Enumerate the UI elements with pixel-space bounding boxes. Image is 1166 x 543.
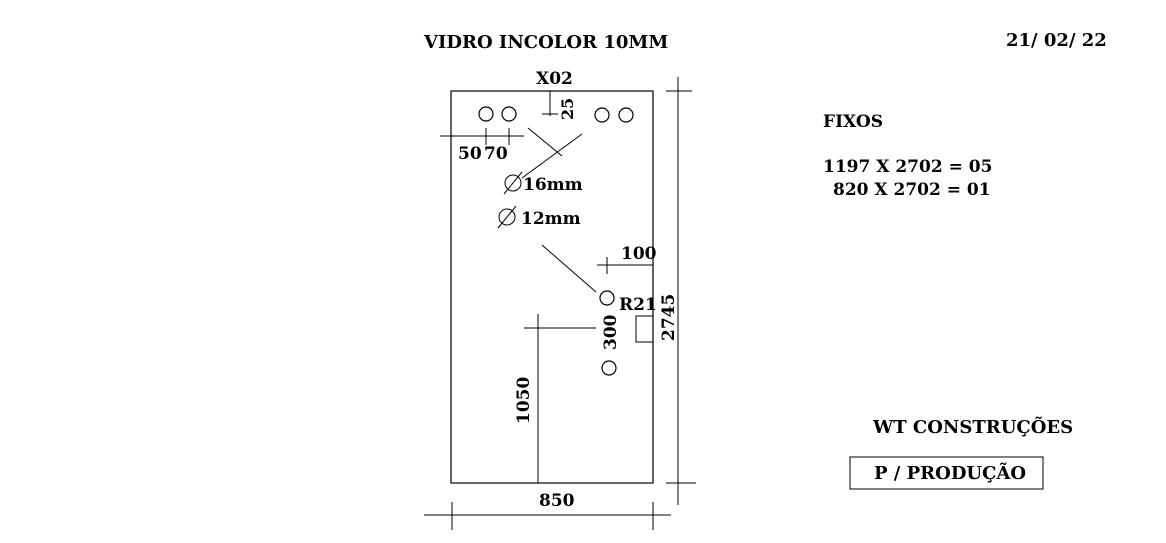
width-dim-label: 850: [539, 491, 575, 511]
total-height-dim-label: 2745: [659, 294, 679, 341]
hole-top-right-2: [618, 107, 634, 123]
hole-top-left-2: [501, 106, 517, 122]
glass-panel-outline: [450, 90, 654, 484]
notes-title: FIXOS: [823, 112, 883, 132]
edge-notch: [635, 315, 654, 343]
hole-size-leader-a: [527, 127, 563, 157]
hole-top-right-1: [594, 107, 610, 123]
production-stamp-box: [849, 456, 1044, 490]
diameter-symbol-12-slash: [497, 205, 517, 229]
diameter-symbol-16-slash: [503, 171, 523, 195]
notes-line-2: 820 X 2702 = 01: [833, 180, 991, 200]
side-hole-lower: [601, 360, 617, 376]
side-hole-leader: [541, 244, 597, 293]
drawing-date: 21/ 02/ 22: [1006, 30, 1107, 51]
radius-label: R21: [619, 295, 657, 315]
notes-line-1: 1197 X 2702 = 05: [823, 157, 992, 177]
hole-size-small: 12mm: [521, 209, 581, 229]
drawing-title: VIDRO INCOLOR 10MM: [423, 32, 668, 53]
hole-size-leader-b: [521, 133, 583, 179]
hole-position-dim-b: 70: [484, 144, 508, 164]
top-offset-dim-label: 25: [558, 98, 577, 120]
company-name: WT CONSTRUÇÕES: [872, 415, 1073, 438]
hole-position-dim-a: 50: [458, 144, 482, 164]
side-offset-dim-label: 100: [621, 244, 657, 264]
hole-size-large: 16mm: [523, 175, 583, 195]
piece-mark-label: X02: [536, 69, 573, 89]
hole-spacing-dim-label: 300: [601, 314, 621, 350]
hole-top-left-1: [478, 106, 494, 122]
base-height-dim-label: 1050: [514, 377, 534, 424]
side-hole-upper: [599, 290, 615, 306]
diameter-symbol-12: [498, 208, 516, 226]
diameter-symbol-16: [504, 174, 522, 192]
production-stamp-label: P / PRODUÇÃO: [874, 461, 1026, 484]
